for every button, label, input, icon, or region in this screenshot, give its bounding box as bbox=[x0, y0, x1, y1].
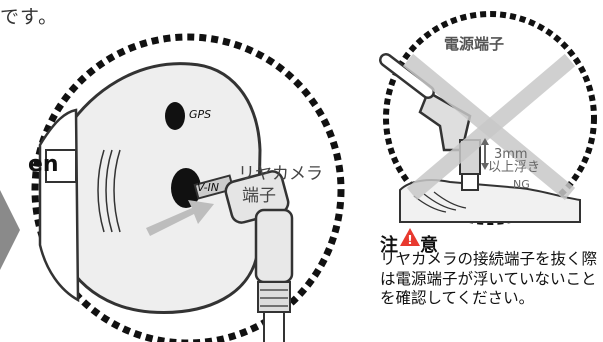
vent-grille bbox=[97, 149, 121, 233]
caution-title: 注意 bbox=[380, 231, 438, 257]
gps-port bbox=[165, 102, 185, 130]
ng-label: NG bbox=[513, 178, 530, 191]
device-brand-plate bbox=[45, 149, 77, 183]
brand-text: en bbox=[28, 152, 59, 177]
left-bubble bbox=[30, 32, 346, 342]
three-mm-label: 3mm 以上浮き bbox=[488, 148, 540, 174]
svg-text:!: ! bbox=[407, 233, 412, 247]
right-bubble bbox=[379, 10, 598, 226]
pull-arrow bbox=[146, 200, 214, 236]
caution-icon: ! bbox=[400, 228, 420, 247]
gps-label: GPS bbox=[189, 108, 212, 121]
plug bbox=[193, 170, 294, 342]
vin-label: V-IN bbox=[197, 181, 220, 194]
three-mm-value: 3mm bbox=[494, 147, 528, 162]
rear-camera-label-line1: リヤカメラ bbox=[238, 164, 323, 184]
float-label: 以上浮き bbox=[488, 160, 541, 175]
caution-title-prefix: 注 bbox=[380, 235, 398, 256]
left-arrow-shape bbox=[0, 190, 20, 270]
top-text: です。 bbox=[0, 6, 59, 28]
rear-camera-label: リヤカメラ 端子 bbox=[238, 163, 348, 207]
caution-body: リヤカメラの接続端子を抜く際は電源端子が浮いていないことを確認してください。 bbox=[380, 250, 598, 307]
rear-camera-label-line2: 端子 bbox=[242, 186, 276, 206]
device-side-face bbox=[38, 108, 80, 303]
cross-line-2 bbox=[406, 53, 576, 201]
caution-title-suffix: 意 bbox=[420, 235, 438, 256]
power-terminal-label: 電源端子 bbox=[444, 35, 505, 53]
vin-port bbox=[171, 168, 201, 208]
